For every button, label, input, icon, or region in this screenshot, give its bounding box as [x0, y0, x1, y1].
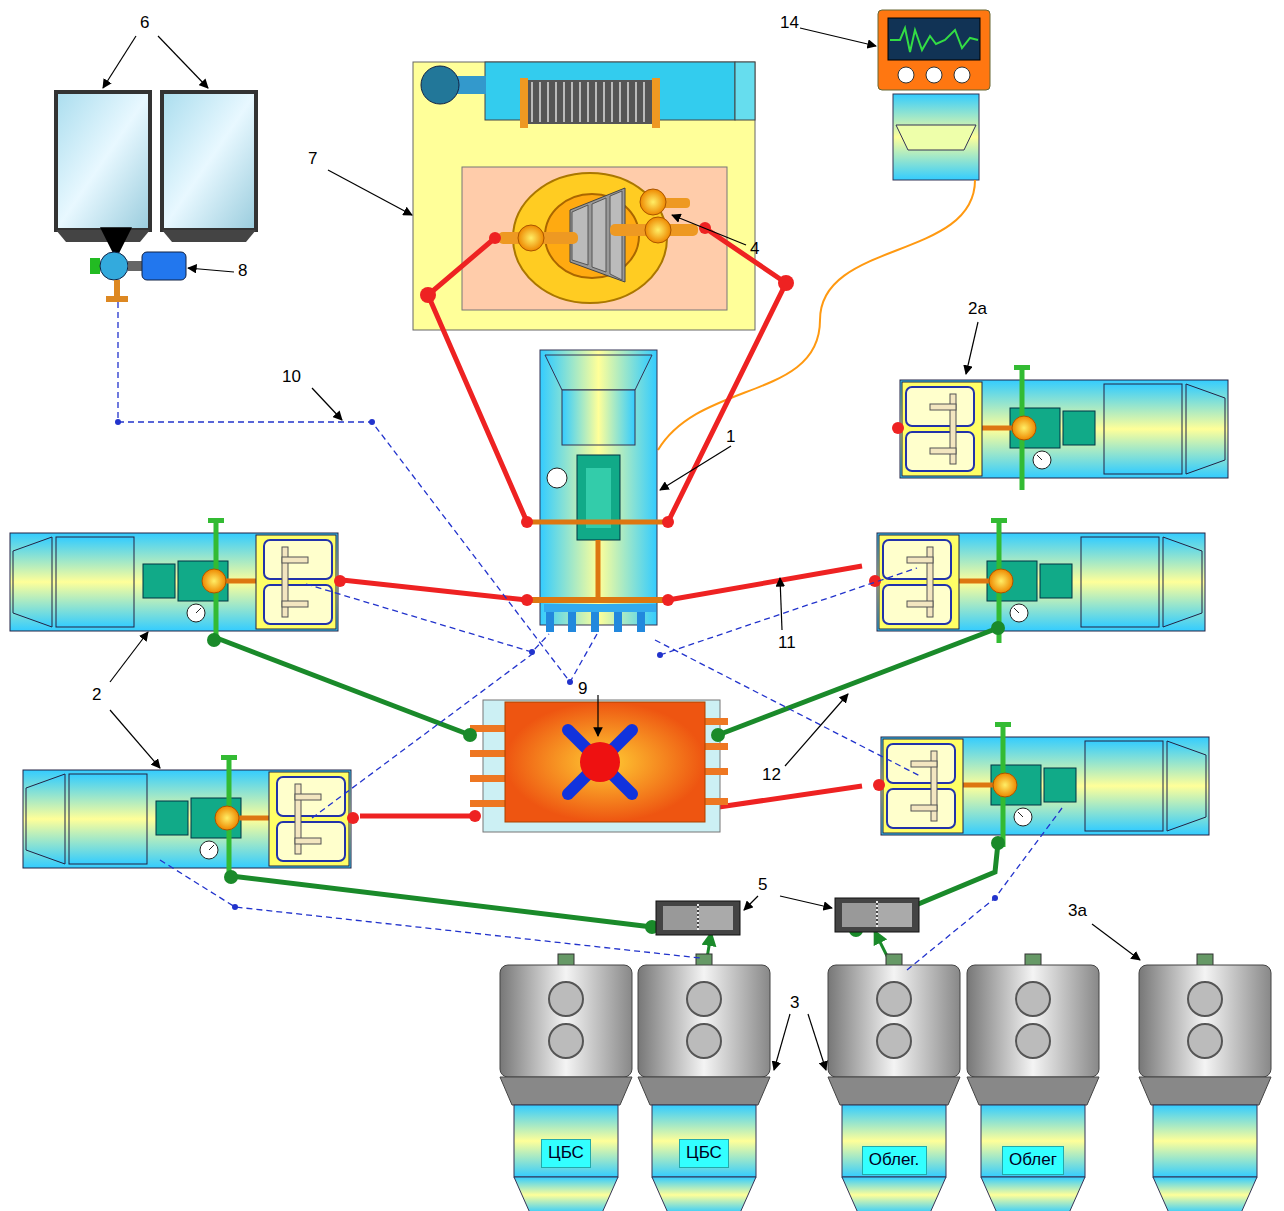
callout-number: 3: [790, 994, 799, 1011]
air-handling-units: [10, 365, 1228, 880]
label-plate: Облег: [1002, 1146, 1064, 1175]
callout-leaders: [103, 28, 1140, 1070]
callout-number: 5: [758, 876, 767, 893]
pump: [90, 252, 186, 302]
callout-number: 6: [140, 14, 149, 31]
plate-text: ЦБС: [686, 1144, 722, 1163]
plate-text: ЦБС: [548, 1144, 584, 1163]
callout-number: 1: [726, 428, 735, 445]
callout-number: 10: [282, 368, 301, 385]
label-plate: ЦБС: [679, 1139, 729, 1168]
pipe-joints: [420, 275, 794, 822]
plate-text: Облег: [1009, 1151, 1057, 1170]
distribution-unit: [530, 350, 667, 632]
callout-number: 2: [92, 686, 101, 703]
callout-number: 7: [308, 150, 317, 167]
label-plate: ЦБС: [541, 1139, 591, 1168]
label-plate: Облег.: [862, 1146, 927, 1175]
compressor-housing: [413, 62, 755, 330]
callout-number: 4: [750, 240, 759, 257]
callout-number: 12: [762, 766, 781, 783]
callout-number: 14: [780, 14, 799, 31]
filter-devices: [656, 898, 919, 935]
callout-number: 3a: [1068, 902, 1087, 919]
callout-number: 8: [238, 262, 247, 279]
callout-number: 2a: [968, 300, 987, 317]
storage-units: [500, 954, 1271, 1211]
plate-text: Облег.: [869, 1151, 919, 1170]
return-pipes: [214, 628, 998, 962]
water-tanks: [56, 92, 256, 256]
pipe-joints-green: [207, 621, 1005, 937]
control-dots: [115, 419, 998, 910]
callout-number: 9: [578, 680, 587, 697]
callout-number: 11: [778, 634, 796, 651]
control-lines: [118, 302, 1062, 970]
heater-fan: [470, 700, 728, 832]
